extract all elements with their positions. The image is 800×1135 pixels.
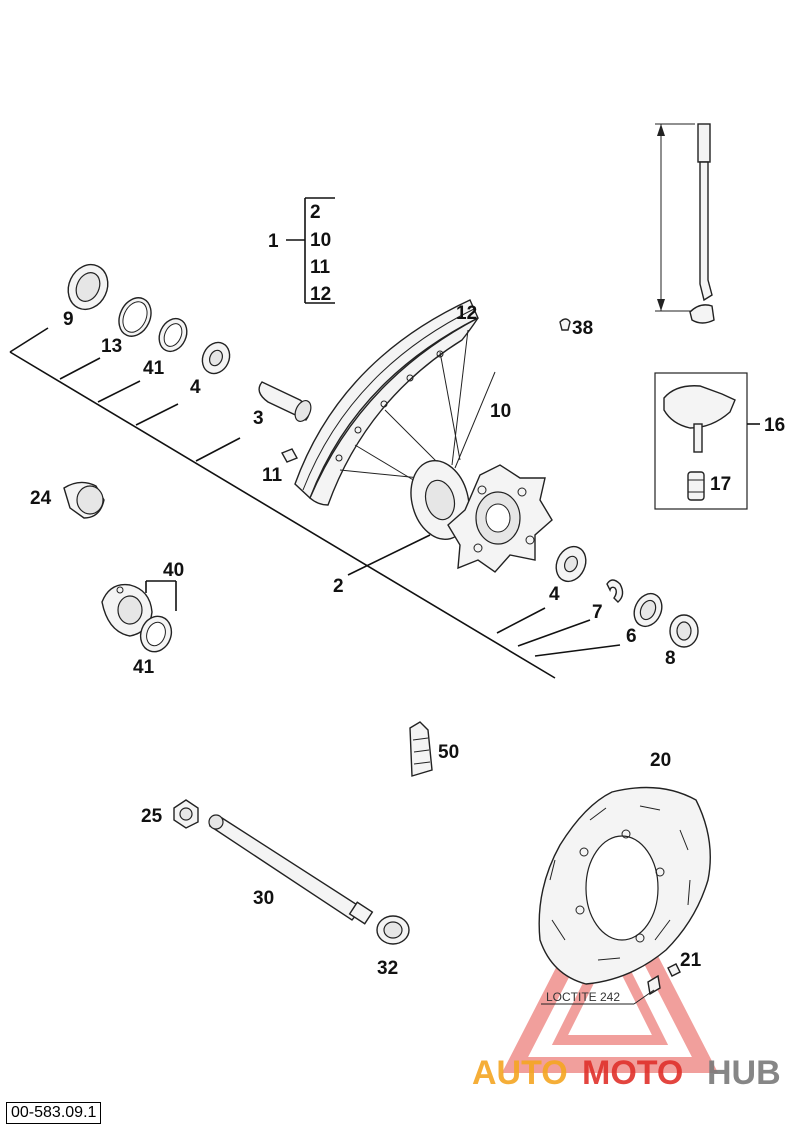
part-30-axle: [208, 814, 374, 925]
part-9-seal: [67, 263, 109, 311]
callout-25: 25: [141, 806, 163, 827]
part-13-ring: [118, 297, 152, 337]
part-20-brake-disc: [538, 786, 711, 985]
group-bracket: [286, 197, 335, 304]
part-21-bolt: [647, 963, 681, 996]
callout-8: 8: [665, 648, 676, 669]
loctite-note: LOCTITE 242: [546, 990, 620, 1004]
single-spoke: [689, 123, 715, 324]
part-41-washer: [139, 615, 173, 653]
bracket-40: [145, 580, 177, 611]
part-6-seal: [633, 592, 663, 628]
callout-41-upper: 41: [143, 358, 165, 379]
part-16-rim-lock: [663, 385, 736, 453]
group-number-label: 1: [268, 231, 279, 252]
callout-17: 17: [710, 474, 731, 495]
callout-13: 13: [101, 336, 122, 357]
callout-16: 16: [764, 415, 785, 436]
part-25-nut: [173, 799, 199, 829]
callout-2: 2: [333, 576, 344, 597]
callout-50: 50: [438, 742, 459, 763]
watermark-part3: HUB: [707, 1054, 781, 1092]
group-member-2: 2: [310, 202, 321, 223]
part-11-nipple: [281, 448, 298, 463]
part-2-hub: [410, 459, 553, 573]
part-8-spacer: [669, 614, 699, 648]
part-38-valve-cap: [559, 318, 571, 331]
callout-38: 38: [572, 318, 593, 339]
callout-41-lower: 41: [133, 657, 155, 678]
left-leader-lines: [9, 327, 621, 679]
callout-9: 9: [63, 309, 74, 330]
part-4-bearing-right: [555, 545, 587, 583]
watermark-text: AUTO MOTO HUB: [472, 1054, 781, 1092]
callout-30: 30: [253, 888, 274, 909]
part-32-axle-nut: [376, 915, 410, 945]
watermark-part1: AUTO: [472, 1054, 568, 1092]
callout-4-right: 4: [549, 584, 560, 605]
callout-32: 32: [377, 958, 398, 979]
callout-6: 6: [626, 626, 637, 647]
part-41-circlip: [158, 317, 188, 353]
callout-3: 3: [253, 408, 264, 429]
loctite-leader: [541, 989, 655, 1005]
part-40-speedo-drive: [101, 583, 153, 637]
spoke-dimension: [655, 123, 695, 312]
group-member-12: 12: [310, 284, 331, 305]
part-4-bearing-left: [201, 341, 231, 375]
callout-20: 20: [650, 750, 671, 771]
part-50-grease-tube: [409, 721, 433, 777]
callout-11: 11: [262, 465, 283, 486]
callout-4-left: 4: [190, 377, 201, 398]
callout-12: 12: [456, 303, 477, 324]
callout-24: 24: [30, 488, 52, 509]
watermark-part2: MOTO: [582, 1054, 683, 1092]
group-member-11: 11: [310, 257, 331, 278]
part-7-circlip: [606, 579, 624, 603]
part-24-spacer: [63, 481, 105, 519]
group-member-10: 10: [310, 230, 331, 251]
callout-7: 7: [592, 602, 603, 623]
callout-40: 40: [163, 560, 184, 581]
part-12-rim: [294, 299, 479, 506]
document-id: 00-583.09.1: [6, 1102, 102, 1124]
callout-21: 21: [680, 950, 702, 971]
part-17-nut: [687, 471, 705, 501]
callout-10: 10: [490, 401, 511, 422]
part-3-spacer: [258, 381, 312, 422]
